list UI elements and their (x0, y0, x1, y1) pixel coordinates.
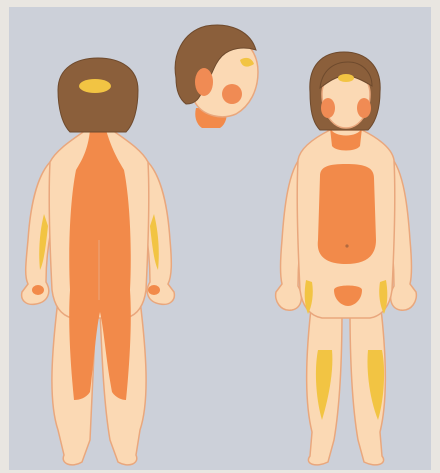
back-head-hair (58, 58, 138, 132)
profile-cheek-patch (222, 84, 242, 104)
back-head-patch (79, 79, 111, 93)
back-left-hand-patch (32, 285, 44, 295)
front-right-cheek-patch (357, 98, 371, 118)
front-chest-patch (318, 164, 376, 264)
front-navel (345, 244, 348, 247)
profile-ear-patch (195, 68, 213, 96)
front-left-cheek-patch (321, 98, 335, 118)
front-forehead-patch (338, 74, 354, 82)
back-right-hand-patch (148, 285, 160, 295)
